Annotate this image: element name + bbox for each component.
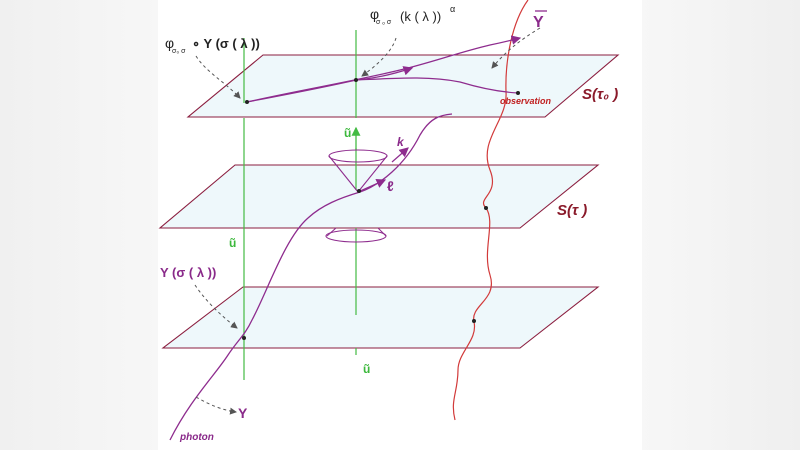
plane-middle bbox=[158, 164, 600, 229]
point-cone-apex bbox=[357, 189, 361, 193]
point-bottom-observer bbox=[472, 319, 476, 323]
point-middle-observer bbox=[484, 206, 488, 210]
dashed-arrow-phi-left bbox=[195, 55, 241, 99]
svg-text:Y: Y bbox=[533, 14, 544, 31]
label-observation: observation bbox=[500, 96, 552, 106]
plane-bottom bbox=[161, 286, 600, 349]
svg-text:σ ₒ σ: σ ₒ σ bbox=[376, 19, 392, 26]
label-u-bottom: ũ bbox=[363, 362, 370, 376]
svg-text:σ₀ σ: σ₀ σ bbox=[172, 48, 186, 55]
light-cone-upper bbox=[328, 149, 388, 193]
top-plane-curve-to-observation bbox=[355, 77, 519, 94]
point-top-center bbox=[354, 78, 358, 82]
k-vector bbox=[391, 147, 409, 163]
dashed-arrow-ybar bbox=[491, 27, 541, 69]
label-y-sigma: Y (σ ( λ )) bbox=[160, 265, 216, 280]
dashed-arrow-y-bottom bbox=[195, 396, 237, 415]
dashed-arrow-phi-right bbox=[361, 37, 397, 77]
label-ybar: Y bbox=[533, 10, 547, 31]
light-cone-lower bbox=[325, 227, 387, 243]
left-margin-blur bbox=[0, 0, 160, 450]
label-s-tau: S(τ ) bbox=[557, 202, 587, 219]
svg-text:(k ( λ )): (k ( λ )) bbox=[400, 9, 441, 24]
svg-text:φ: φ bbox=[165, 35, 174, 51]
photon-worldline bbox=[169, 113, 453, 441]
plane-top bbox=[186, 54, 620, 118]
point-bottom-left bbox=[242, 336, 246, 340]
point-top-left bbox=[245, 100, 249, 104]
label-s-tau0: S(τ₀ ) bbox=[582, 86, 618, 103]
svg-text:α: α bbox=[450, 4, 455, 14]
label-k: k bbox=[397, 135, 405, 149]
label-ell: ℓ bbox=[387, 178, 394, 194]
label-phi-left: φ σ₀ σ ∘ Y (σ ( λ )) bbox=[165, 35, 260, 55]
label-u-mid: ũ bbox=[229, 236, 236, 250]
mapped-curve-upper bbox=[246, 35, 522, 103]
point-observation bbox=[516, 91, 520, 95]
label-photon: photon bbox=[179, 432, 214, 443]
right-margin-blur bbox=[640, 0, 800, 450]
ell-vector bbox=[359, 178, 387, 192]
label-y-bottom: Y bbox=[238, 405, 248, 421]
mapped-curve-lower bbox=[246, 66, 414, 103]
label-phi-right: φ σ ₒ σ (k ( λ )) α bbox=[370, 4, 455, 26]
dashed-arrow-y-sigma bbox=[194, 284, 238, 329]
svg-text:φ: φ bbox=[370, 6, 379, 22]
label-u-top: ũ bbox=[344, 126, 351, 140]
svg-text:∘ Y (σ ( λ )): ∘ Y (σ ( λ )) bbox=[192, 36, 260, 51]
